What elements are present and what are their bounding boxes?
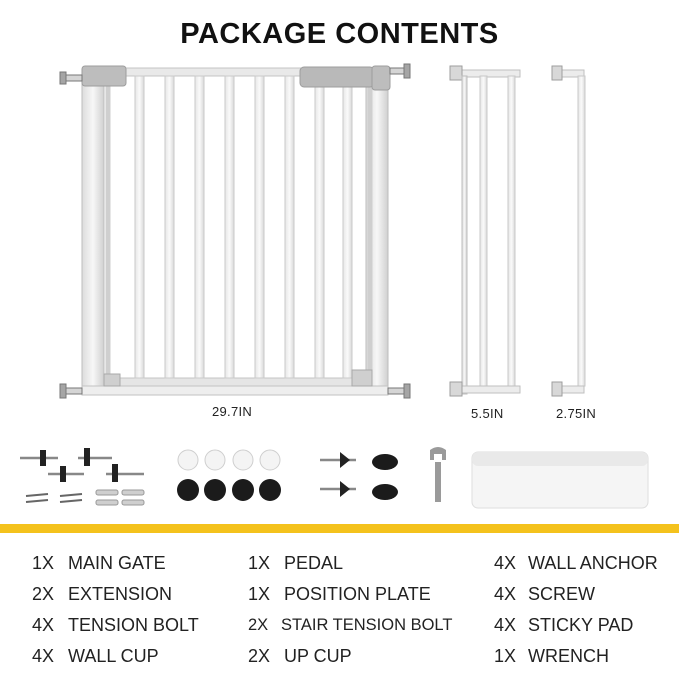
main-gate-image: [59, 63, 411, 399]
accent-bar: [0, 524, 679, 533]
main-gate-dimension: 29.7IN: [212, 404, 253, 419]
extension-large-dimension: 5.5IN: [471, 406, 504, 421]
extension-small-image: [551, 65, 586, 397]
tension-bolt-icon: [20, 448, 144, 482]
extension-small-dimension: 2.75IN: [556, 406, 597, 421]
up-cup-icon: [372, 454, 398, 500]
wall-cup-icon: [177, 479, 281, 501]
sticky-pad-icon: [177, 449, 281, 471]
extension-large-image: [449, 65, 521, 397]
wrench-icon: [430, 447, 446, 502]
stair-tension-bolt-icon: [320, 452, 356, 497]
page-title: PACKAGE CONTENTS: [180, 18, 499, 50]
position-plate-icon: [471, 451, 649, 509]
wall-anchor-icon: [25, 489, 145, 506]
product-illustration: [20, 63, 649, 509]
